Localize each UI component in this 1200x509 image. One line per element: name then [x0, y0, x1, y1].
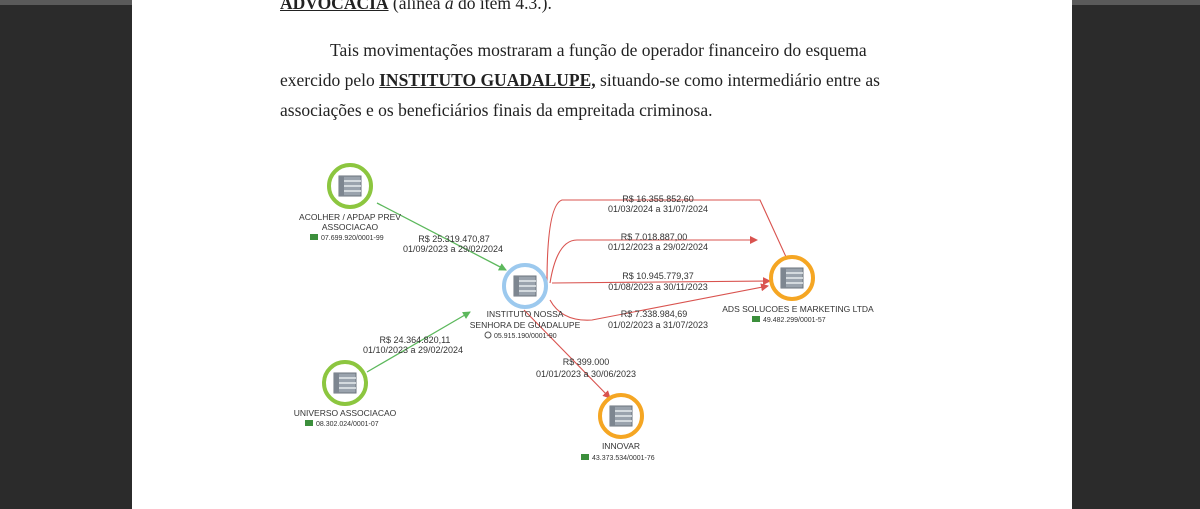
edge-label-amount: R$ 16.355.852,60: [622, 194, 694, 204]
node-universo: UNIVERSO ASSOCIACAO 08.302.024/0001-07: [294, 360, 397, 428]
top-text-line: ADVOCACIA (alínea a do item 4.3.).: [280, 0, 880, 18]
cnpj-icon: [752, 316, 760, 322]
edge-instituto-to-innovar: [523, 309, 611, 399]
edge-label-period: 01/10/2023 a 29/02/2024: [363, 345, 463, 355]
edge-label-period: 01/03/2024 a 31/07/2024: [608, 204, 708, 214]
cnpj-icon: [305, 420, 313, 426]
edge-label-period: 01/09/2023 a 29/02/2024: [403, 244, 503, 254]
edge-instituto-to-ads-4: [549, 283, 769, 321]
edge-acolher-to-instituto: [376, 202, 507, 271]
edge-label-amount: R$ 10.945.779,37: [622, 271, 694, 281]
edge-universo-to-instituto: [366, 311, 471, 373]
node-ads-cnpj: 49.482.299/0001-57: [763, 317, 826, 324]
edge-label-amount: R$ 7.018.887,00: [621, 232, 688, 242]
edge-label-period: 01/08/2023 a 30/11/2023: [608, 282, 707, 292]
node-acolher-label-2: ASSOCIACAO: [322, 222, 379, 232]
node-acolher-label-1: ACOLHER / APDAP PREV: [299, 212, 401, 222]
node-instituto-cnpj: 05.915.190/0001-90: [494, 333, 557, 340]
money-flow-diagram: ACOLHER / APDAP PREV ASSOCIACAO 07.699.9…: [294, 163, 874, 462]
node-universo-label-1: UNIVERSO ASSOCIACAO: [294, 408, 397, 418]
cnpj-icon: [484, 331, 492, 339]
node-ads-label-1: ADS SOLUCOES E MARKETING LTDA: [722, 304, 874, 314]
edge-label-amount: R$ 7.338.984,69: [621, 309, 688, 319]
paragraph-line-1: Tais movimentações mostraram a função de…: [330, 40, 867, 60]
edge-label-amount: R$ 24.364.820,11: [380, 335, 451, 345]
cnpj-icon: [310, 234, 318, 240]
advocacia-heading: ADVOCACIA: [280, 0, 389, 13]
edge-instituto-to-ads-1: [546, 199, 793, 284]
node-acolher-cnpj: 07.699.920/0001-99: [321, 235, 384, 242]
edge-instituto-to-ads-2: [549, 236, 758, 284]
edge-label-amount: R$ 399.000: [563, 357, 610, 367]
paragraph-line-3: associações e os beneficiários finais da…: [280, 100, 713, 120]
edge-label-amount: R$ 25.319.470,87: [418, 234, 490, 244]
node-instituto-label-1: INSTITUTO NOSSA: [487, 309, 564, 319]
node-innovar-label-1: INNOVAR: [602, 441, 640, 451]
cnpj-icon: [581, 454, 589, 460]
instituto-guadalupe-emphasis: INSTITUTO GUADALUPE,: [379, 70, 596, 90]
node-acolher: ACOLHER / APDAP PREV ASSOCIACAO 07.699.9…: [299, 163, 401, 242]
node-innovar: INNOVAR 43.373.534/0001-76: [581, 393, 655, 462]
edge-instituto-to-ads-3: [551, 277, 771, 286]
node-universo-cnpj: 08.302.024/0001-07: [316, 421, 379, 428]
edge-label-period: 01/01/2023 a 30/06/2023: [536, 369, 636, 379]
edge-label-period: 01/12/2023 a 29/02/2024: [608, 242, 708, 252]
node-innovar-cnpj: 43.373.534/0001-76: [592, 455, 655, 462]
paragraph-line-2: exercido pelo INSTITUTO GUADALUPE, situa…: [280, 70, 880, 90]
document-page: ADVOCACIA (alínea a do item 4.3.). Tais …: [132, 0, 1072, 509]
node-ads: ADS SOLUCOES E MARKETING LTDA 49.482.299…: [722, 255, 874, 324]
node-instituto-label-2: SENHORA DE GUADALUPE: [470, 320, 581, 330]
node-instituto: INSTITUTO NOSSA SENHORA DE GUADALUPE 05.…: [470, 263, 581, 340]
edge-label-period: 01/02/2023 a 31/07/2023: [608, 320, 708, 330]
